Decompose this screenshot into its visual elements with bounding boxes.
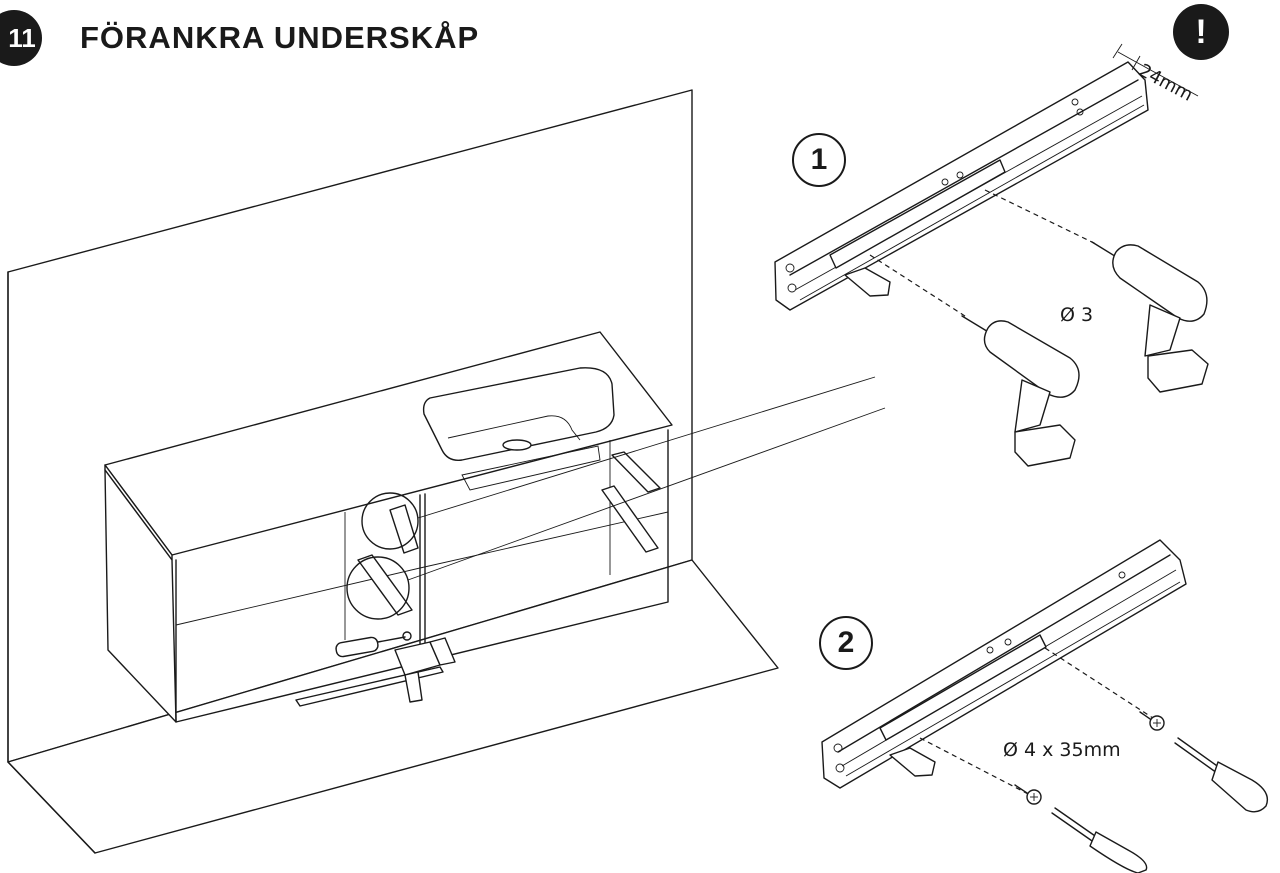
rail-detail-2	[821, 539, 1187, 797]
cabinet	[104, 331, 886, 723]
screwdriver-2	[1174, 737, 1269, 813]
rail-detail-1	[774, 43, 1199, 319]
warning-symbol: !	[1195, 12, 1207, 51]
drill-1	[961, 315, 1080, 467]
screwdriver-1	[1051, 807, 1148, 873]
warning-icon: !	[1173, 4, 1229, 60]
drill-2	[1091, 241, 1209, 393]
step-1-callout: 1	[792, 133, 846, 187]
step-2-callout: 2	[819, 616, 873, 670]
step-1-number: 1	[810, 143, 828, 176]
step-number-badge: 11	[0, 10, 42, 66]
page-title: FÖRANKRA UNDERSKÅP	[80, 20, 480, 55]
floor	[7, 271, 779, 854]
screw-2	[1139, 711, 1165, 731]
step-2-number: 2	[837, 626, 855, 659]
screw-size-label: Ø 4 x 35mm	[1003, 739, 1121, 761]
screw-1	[1014, 784, 1042, 805]
drill-diameter-label: Ø 3	[1060, 304, 1094, 326]
step-number: 11	[8, 22, 36, 53]
